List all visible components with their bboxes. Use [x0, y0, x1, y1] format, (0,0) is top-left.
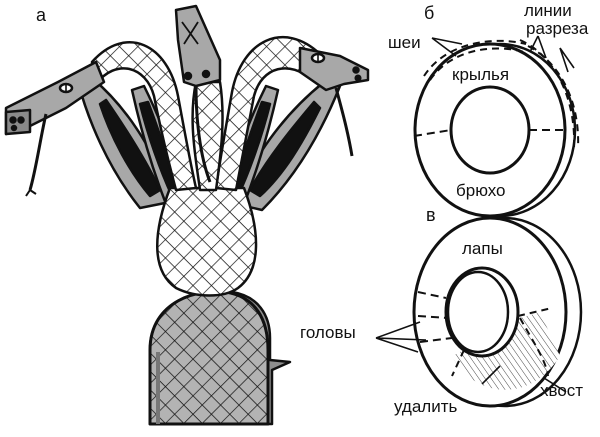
label-cut-lines-2: разреза	[526, 19, 589, 38]
tire-ring-b	[413, 35, 580, 218]
base-tire	[148, 289, 292, 426]
dragon-body	[156, 186, 258, 297]
neck-left	[90, 41, 198, 192]
left-wing	[76, 76, 172, 210]
label-wings: крылья	[452, 65, 510, 84]
neck-center	[191, 80, 224, 192]
label-tail: хвост	[540, 381, 584, 400]
label-cut-lines-1: линии	[524, 1, 572, 20]
label-belly: брюхо	[456, 181, 506, 200]
head-left	[4, 60, 106, 197]
label-necks: шеи	[388, 33, 421, 52]
panel-b-letter: б	[424, 3, 435, 23]
panel-v-letter: в	[426, 205, 436, 225]
label-paws: лапы	[462, 239, 503, 258]
dragon-figure	[4, 4, 370, 426]
head-center	[174, 4, 222, 183]
head-right	[298, 46, 370, 157]
tire-ring-v	[375, 216, 583, 408]
panel-a-letter: а	[36, 5, 47, 25]
label-heads: головы	[300, 323, 356, 342]
label-remove: удалить	[394, 397, 458, 416]
